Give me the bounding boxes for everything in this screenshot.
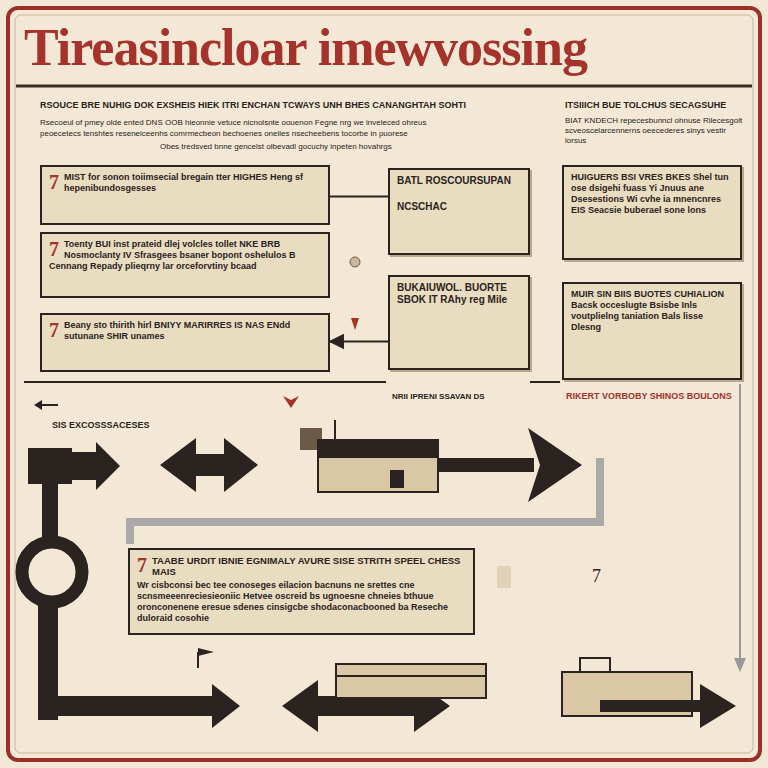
box-text: MIST for sonon toiimsecial bregain tter … <box>49 172 321 194</box>
box-text: HUIGUERS BSI VRES BKES Shel tun ose dsig… <box>571 172 733 216</box>
process-box: BUKAIUWOL. BUORTE SBOK IT RAhy reg Mile <box>388 275 530 370</box>
note-text: RSOUCE BRE NUHIG DOK EXSHEIS HIEK ITRI E… <box>40 100 540 111</box>
process-box: 7MIST for sonon toiimsecial bregain tter… <box>40 165 330 225</box>
tank-line <box>336 675 486 677</box>
leader-line <box>739 384 741 660</box>
small-icon <box>350 257 360 267</box>
red-marker <box>351 318 359 330</box>
callout-number: 7 <box>137 555 147 575</box>
leader-line <box>334 420 336 440</box>
tank-cap <box>580 658 610 672</box>
tank-door <box>390 470 404 488</box>
arrowhead <box>734 658 746 672</box>
connector <box>330 196 388 198</box>
tank-top <box>318 440 438 458</box>
arrow-symbol <box>58 684 240 728</box>
tank-shape <box>318 440 438 492</box>
box-text: MUIR SIN BIIS BUOTES CUHIALION Bacsk occ… <box>571 289 733 333</box>
callout-number: 7 <box>592 566 616 586</box>
red-marker <box>283 396 299 408</box>
title: Tireasincloar imewvossing <box>24 18 587 78</box>
box-text: Toenty BUI inst prateid dlej volcles tol… <box>49 239 321 272</box>
key-shaft <box>38 604 58 720</box>
tank-shape <box>336 664 486 698</box>
note-text: SIS EXCOSSSACESES <box>52 420 192 431</box>
note-text: peoecetecs tenshtes reseneiceenhs comrme… <box>40 129 540 139</box>
small-patch <box>497 566 511 588</box>
leader-line <box>197 652 199 668</box>
box-text: BATL ROSCOURSUPAN <box>397 175 521 187</box>
arrowhead <box>34 400 42 410</box>
arrow-symbol <box>72 442 120 490</box>
note-text: Rsecoeul of pmey olde ented DNS OOB hieo… <box>40 118 540 128</box>
box-text: TAABE URDIT IBNIE EGNIMALY AVURE SISE ST… <box>137 555 466 577</box>
key-ring <box>22 542 82 602</box>
double-arrow <box>160 438 258 492</box>
box-text: BUKAIUWOL. BUORTE SBOK IT RAhy reg Mile <box>397 282 521 306</box>
callout-number: 7 <box>49 239 59 259</box>
callout-number: 7 <box>49 172 59 192</box>
key-head <box>28 448 72 484</box>
small-arrowhead <box>198 648 214 656</box>
process-box: HUIGUERS BSI VRES BKES Shel tun ose dsig… <box>562 165 742 260</box>
box-text: Beany sto thirith hirl BNIYY MARIRRES IS… <box>49 320 321 342</box>
note-text: BIAT KNDECH repecesbunncl ohnuse Rileces… <box>565 116 743 146</box>
arrow-shaft <box>438 458 534 472</box>
divider-line <box>24 381 386 383</box>
note-text: Obes tredsved bnne gencelst olbevadl goc… <box>160 142 540 152</box>
callout-number: 7 <box>49 320 59 340</box>
process-box: 7Beany sto thirith hirl BNIYY MARIRRES I… <box>40 313 330 372</box>
box-text: NCSCHAC <box>397 201 521 213</box>
note-text: NRII IPRENI SSAVAN DS <box>392 392 532 402</box>
key-shaft <box>42 484 58 540</box>
box-text: Wr cisbconsi bec tee conoseges eilacion … <box>137 580 466 624</box>
process-box: BATL ROSCOURSUPAN NCSCHAC <box>388 168 530 255</box>
note-text: RIKERT VORBOBY SHINOS BOULONS <box>566 391 734 402</box>
arrowhead <box>528 428 582 502</box>
title-rule <box>16 85 752 88</box>
connector <box>330 341 388 343</box>
process-box: 7TAABE URDIT IBNIE EGNIMALY AVURE SISE S… <box>128 548 475 635</box>
arrow-symbol <box>600 684 736 728</box>
process-box: 7Toenty BUI inst prateid dlej volcles to… <box>40 232 330 298</box>
frame <box>8 8 760 760</box>
divider-line <box>530 381 560 383</box>
note-text: ITSIIICH BUE TOLCHUS SECAGSUHE <box>565 100 750 111</box>
inner-frame <box>15 15 753 753</box>
process-box: MUIR SIN BIIS BUOTES CUHIALION Bacsk occ… <box>562 282 742 380</box>
